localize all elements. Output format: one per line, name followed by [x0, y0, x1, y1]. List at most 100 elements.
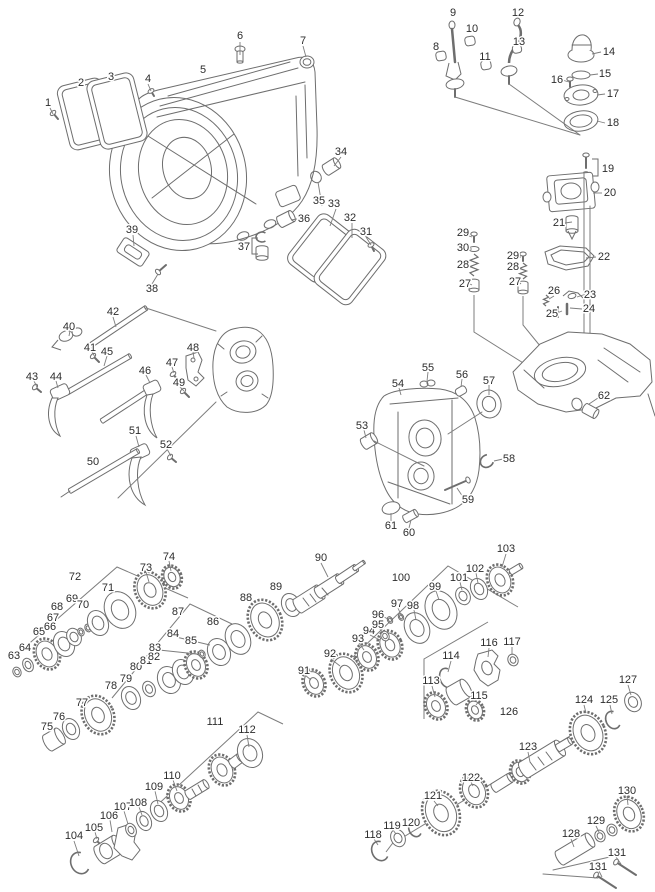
part-label-108: 108: [129, 797, 147, 809]
part-label-120: 120: [402, 817, 420, 829]
diagram-shape: [550, 249, 590, 266]
part-label-52: 52: [160, 439, 172, 451]
part-label-48: 48: [187, 342, 199, 354]
diagram-shape: [190, 357, 196, 363]
part-label-103: 103: [497, 543, 515, 555]
leader-line: [426, 371, 429, 382]
part-label-42: 42: [107, 306, 119, 318]
diagram-shape: [277, 210, 290, 218]
diagram-shape: [584, 832, 596, 848]
part-label-111: 111: [207, 716, 224, 728]
diagram-shape: [120, 685, 142, 711]
diagram-shape: [230, 630, 246, 648]
leader-line: [369, 634, 381, 641]
part-label-22: 22: [598, 251, 610, 263]
part-label-6: 6: [237, 30, 243, 42]
diagram-shape: [69, 631, 79, 643]
diagram-shape: [445, 61, 462, 81]
diagram-shape: [116, 237, 150, 267]
diagram-shape: [596, 832, 604, 840]
diagram-shape: [597, 359, 629, 383]
diagram-shape: [236, 737, 264, 769]
diagram-shape: [519, 251, 527, 257]
diagram-shape: [627, 696, 639, 708]
diagram-shape: [406, 516, 419, 523]
diagram-shape: [369, 432, 379, 444]
diagram-shape: [537, 756, 545, 766]
part-label-10: 10: [466, 23, 478, 35]
diagram-shape: [235, 370, 259, 392]
part-label-18: 18: [607, 117, 619, 129]
diagram-shape: [310, 170, 322, 184]
diagram-shape: [555, 737, 569, 745]
diagram-shape: [103, 392, 150, 424]
diagram-shape: [403, 612, 431, 644]
leader-line: [304, 674, 312, 681]
diagram-shape: [571, 397, 583, 411]
part-label-81: 81: [140, 655, 152, 667]
diagram-shape: [563, 84, 599, 106]
diagram-shape: [481, 395, 497, 413]
part-label-109: 109: [145, 781, 163, 793]
part-label-98: 98: [407, 600, 419, 612]
leader-line: [447, 411, 483, 435]
part-label-78: 78: [105, 680, 117, 692]
leader-line: [570, 838, 575, 848]
diagram-shape: [592, 89, 598, 93]
diagram-shape: [431, 598, 451, 622]
part-label-47: 47: [166, 357, 178, 369]
part-label-13: 13: [513, 36, 525, 48]
leader-line: [145, 571, 150, 583]
part-label-56: 56: [456, 369, 468, 381]
part-label-29: 29: [457, 227, 469, 239]
bolt-shape: [615, 861, 637, 876]
part-label-74: 74: [163, 551, 175, 563]
diagram-shape: [431, 700, 441, 712]
diagram-shape: [386, 616, 394, 624]
diagram-shape: [135, 810, 153, 832]
part-label-131: 131: [589, 861, 607, 873]
diagram-shape: [426, 379, 436, 387]
diagram-shape: [582, 152, 590, 158]
diagram-shape: [229, 340, 257, 364]
diagram-shape: [220, 391, 228, 397]
leader-line: [459, 581, 463, 591]
diagram-shape: [151, 133, 235, 199]
part-label-105: 105: [85, 822, 103, 834]
diagram-shape: [402, 509, 415, 516]
leader-line: [112, 316, 117, 328]
leader-line: [68, 330, 71, 337]
part-label-37: 37: [238, 241, 250, 253]
diagram-shape: [389, 397, 459, 405]
part-label-63: 63: [8, 650, 20, 662]
leader-line: [460, 378, 463, 388]
diagram-shape: [488, 566, 512, 594]
diagram-shape: [216, 763, 228, 777]
diagram-shape: [144, 684, 154, 694]
leader-line: [192, 351, 195, 359]
part-label-84: 84: [167, 628, 179, 640]
diagram-shape: [616, 798, 642, 830]
leader-line: [456, 487, 464, 498]
part-label-86: 86: [207, 616, 219, 628]
diagram-shape: [302, 58, 312, 66]
leader-line: [138, 806, 143, 816]
part-label-126: 126: [500, 706, 518, 718]
leader-line: [561, 79, 570, 83]
diagram-shape: [519, 739, 556, 763]
diagram-shape: [480, 59, 492, 71]
part-label-121: 121: [424, 790, 442, 802]
spring-shape: [542, 294, 550, 307]
leader-line: [508, 83, 581, 136]
part-label-80: 80: [130, 661, 142, 673]
leader-line: [171, 366, 175, 374]
part-label-11: 11: [479, 51, 490, 63]
part-label-113: 113: [422, 675, 440, 687]
diagram-shape: [149, 799, 169, 823]
diagram-shape: [450, 27, 457, 64]
diagram-shape: [382, 632, 388, 640]
diagram-shape: [303, 671, 325, 695]
part-label-51: 51: [129, 425, 141, 437]
leader-line: [596, 120, 606, 124]
